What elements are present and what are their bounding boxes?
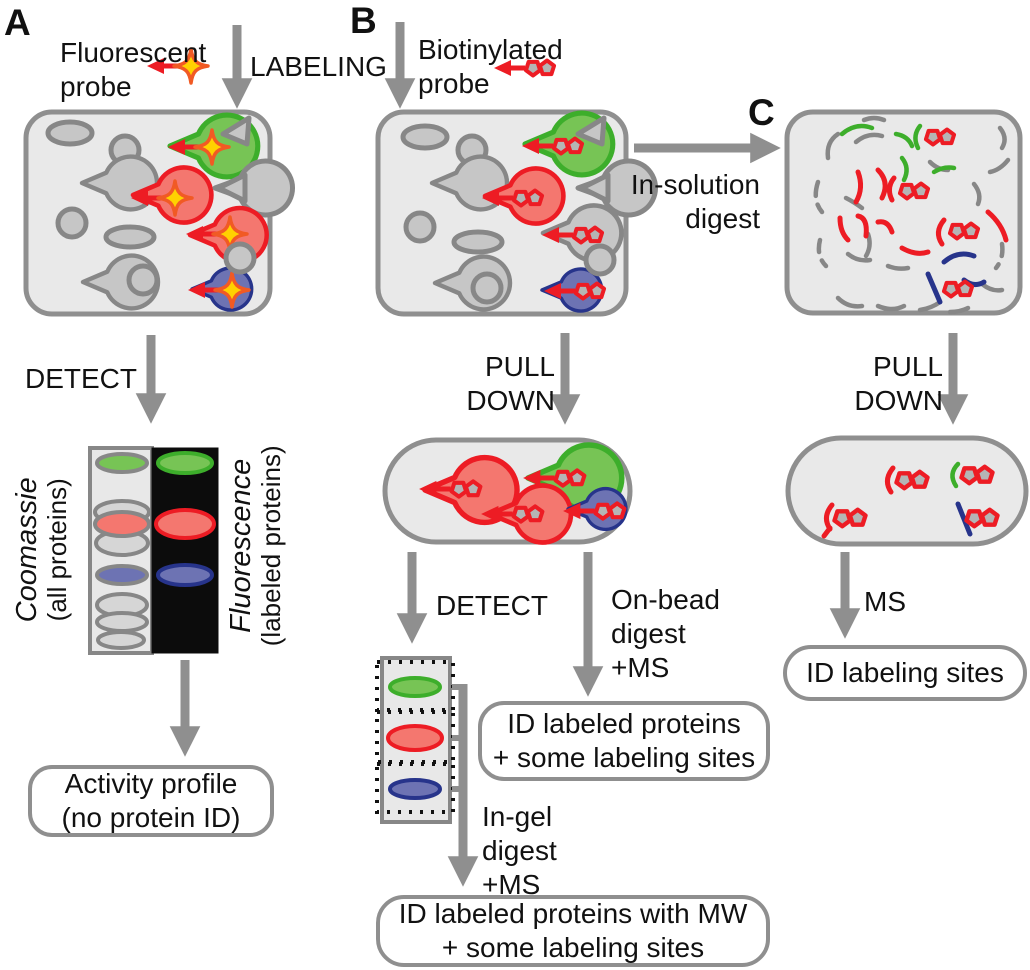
labeling-label: LABELING [250, 51, 387, 82]
protein-blob [451, 229, 505, 255]
fluorescence-lane [151, 447, 219, 654]
gel-band-red [93, 510, 151, 538]
digested-lysate-c [784, 109, 1023, 316]
pulldown-label-c: PULL DOWN [854, 351, 943, 417]
id-labeled-proteins-box: ID labeled proteins + some labeling site… [478, 701, 770, 781]
protein-blob [103, 224, 157, 250]
panel-label-a: A [4, 2, 31, 43]
pulldown-result-b [382, 437, 633, 543]
protein-blob [55, 206, 89, 240]
id-labeling-sites-box: ID labeling sites [783, 645, 1027, 701]
cell-lysate-b [375, 109, 656, 317]
protein-blob [126, 263, 160, 297]
protein-blob [583, 243, 617, 277]
gel-band-blue [95, 564, 149, 586]
pulldown-label-b: PULL DOWN [466, 351, 555, 417]
activity-profile-box: Activity profile (no protein ID) [28, 765, 274, 837]
dotted-gel-b [375, 656, 463, 824]
fluorescence-label: Fluorescence (labeled proteins) [225, 445, 287, 647]
gel-a [88, 446, 219, 655]
gel-band-blue [156, 563, 214, 587]
protein-blob [45, 119, 95, 147]
detect-label-a: DETECT [25, 363, 137, 394]
detect-label-b: DETECT [436, 590, 548, 621]
biotinylated-probe-label: Biotinylated probe [418, 34, 563, 100]
onbead-digest-label: On-bead digest +MS [611, 584, 720, 684]
protein-blob [223, 241, 257, 275]
cell-lysate-a [23, 109, 293, 317]
gel-band-red [154, 508, 216, 540]
coomassie-label: Coomassie (all proteins) [11, 477, 73, 623]
gel-band-blue [388, 778, 442, 800]
id-labeled-proteins-mw-box: ID labeled proteins with MW + some label… [376, 895, 770, 967]
protein-blob [403, 210, 437, 244]
panel-label-c: C [748, 92, 775, 133]
gel-band-green [156, 451, 214, 475]
gel-band-green [388, 676, 442, 698]
pulldown-result-c [785, 435, 1029, 547]
ingel-digest-label: In-gel digest +MS [482, 801, 557, 901]
insolution-digest-label: In-solution digest [630, 169, 760, 235]
panel-label-b: B [350, 0, 377, 41]
ms-label: MS [864, 586, 906, 617]
gel-band-green [95, 452, 149, 474]
gel-band-red [386, 724, 444, 752]
protein-blob [470, 271, 504, 305]
fluorescent-probe-label: Fluorescent probe [60, 37, 207, 103]
protein-blob [400, 123, 450, 151]
